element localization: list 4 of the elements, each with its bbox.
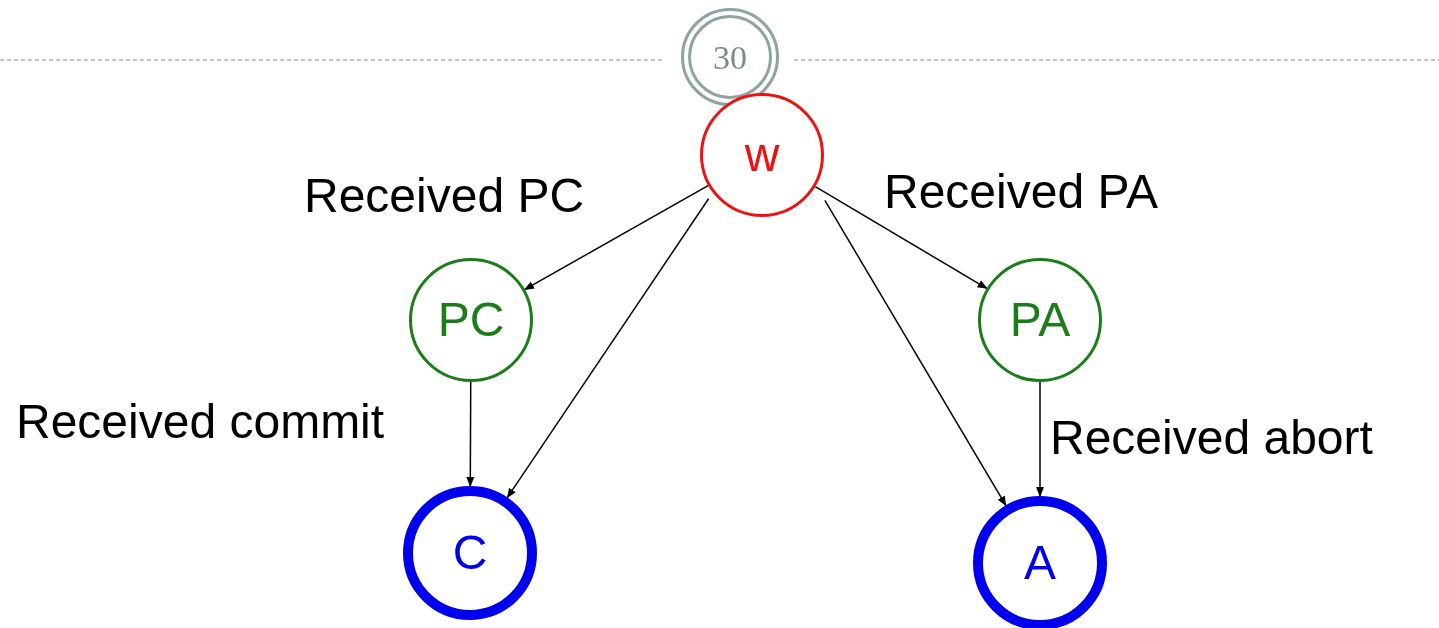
arrow <box>814 185 988 290</box>
arrow <box>1036 381 1044 497</box>
arrow <box>524 184 709 291</box>
arrow <box>466 381 475 487</box>
